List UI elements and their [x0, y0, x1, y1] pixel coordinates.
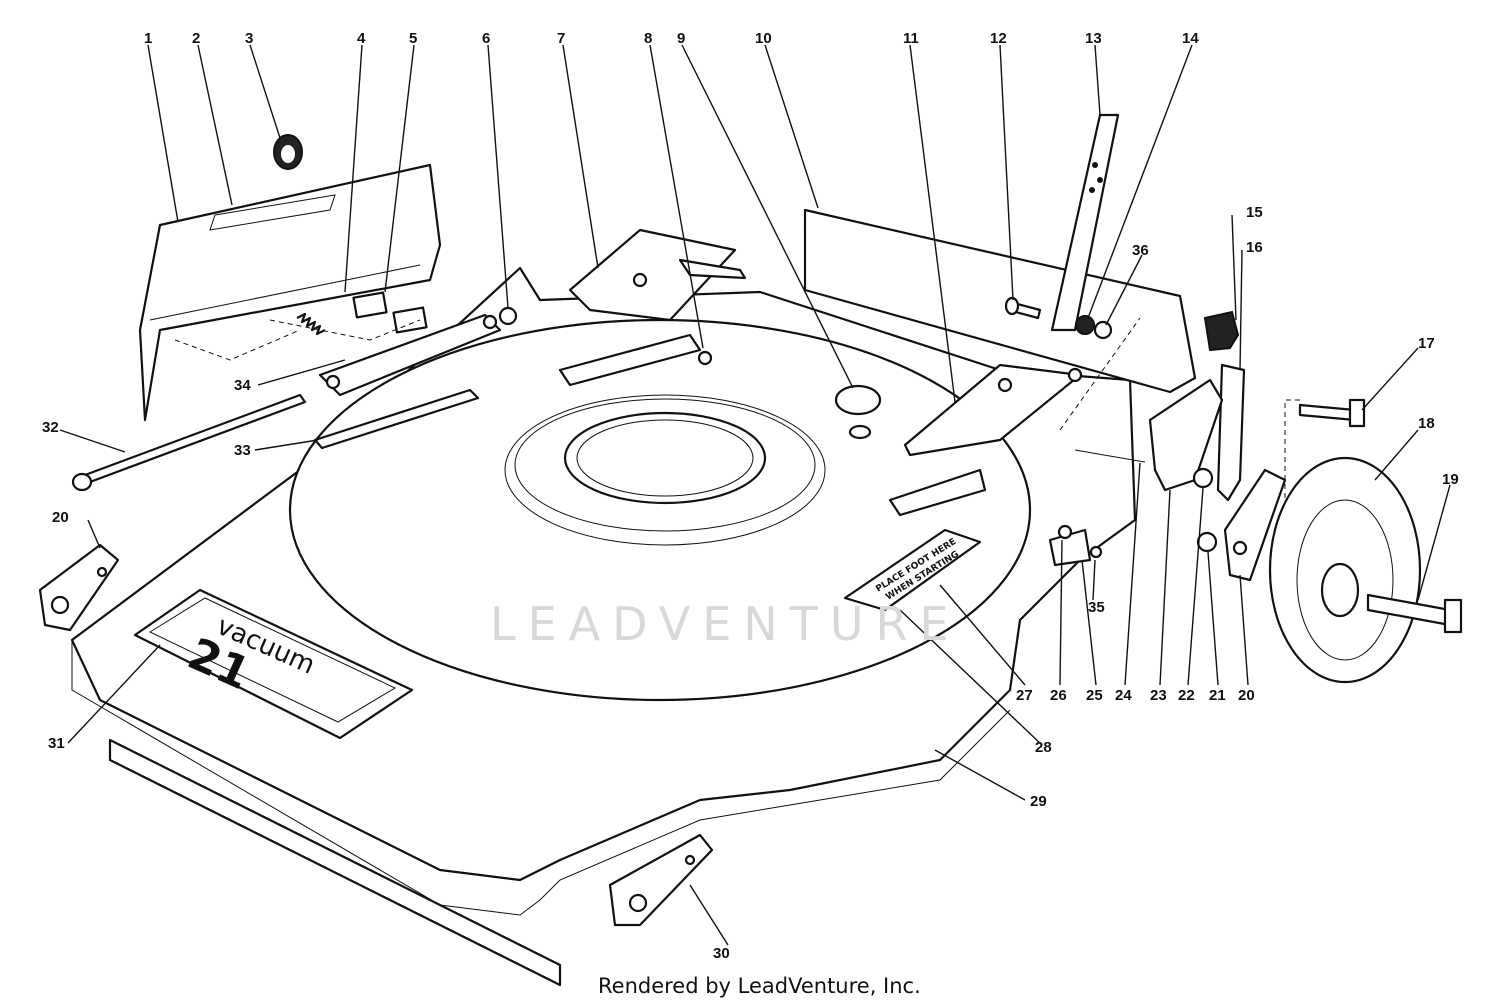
callout-28: 28: [1035, 739, 1052, 756]
callout-31: 31: [48, 735, 65, 752]
callout-labels: 1 2 3 4 5 6 7 8 9 10 11 12 13 14 15 16 1…: [42, 30, 1459, 962]
callout-17: 17: [1418, 335, 1435, 352]
callout-4: 4: [357, 30, 366, 47]
callout-8: 8: [644, 30, 652, 47]
callout-18: 18: [1418, 415, 1435, 432]
callout-21: 21: [1209, 687, 1226, 704]
callout-14: 14: [1182, 30, 1199, 47]
callout-25: 25: [1086, 687, 1103, 704]
callout-20-right: 20: [1238, 687, 1255, 704]
footer-credit: Rendered by LeadVenture, Inc.: [598, 974, 921, 998]
callout-2: 2: [192, 30, 200, 47]
callout-1: 1: [144, 30, 152, 47]
callout-20-left: 20: [52, 509, 69, 526]
callout-10: 10: [755, 30, 772, 47]
callout-26: 26: [1050, 687, 1067, 704]
watermark: LEADVENTURE: [490, 597, 961, 651]
callout-27: 27: [1016, 687, 1033, 704]
callout-3: 3: [245, 30, 253, 47]
callout-12: 12: [990, 30, 1007, 47]
callout-22: 22: [1178, 687, 1195, 704]
callout-34: 34: [234, 377, 251, 394]
callout-9: 9: [677, 30, 685, 47]
callout-7: 7: [557, 30, 565, 47]
callout-33: 33: [234, 442, 251, 459]
callout-19: 19: [1442, 471, 1459, 488]
callout-5: 5: [409, 30, 417, 47]
callout-24: 24: [1115, 687, 1132, 704]
handle-brackets-right: [558, 113, 1463, 684]
callout-30: 30: [713, 945, 730, 962]
callout-16: 16: [1246, 239, 1263, 256]
callout-32: 32: [42, 419, 59, 436]
callout-35: 35: [1088, 599, 1105, 616]
callout-13: 13: [1085, 30, 1102, 47]
callout-23: 23: [1150, 687, 1167, 704]
callout-36: 36: [1132, 242, 1149, 259]
assembly-guides: [174, 317, 1300, 500]
leader-lines: [59, 44, 1451, 946]
callout-29: 29: [1030, 793, 1047, 810]
callout-6: 6: [482, 30, 490, 47]
handle-bracket-assembly: [71, 134, 518, 492]
callout-15: 15: [1246, 204, 1263, 221]
left-brackets: [38, 543, 714, 927]
callout-11: 11: [903, 30, 919, 47]
